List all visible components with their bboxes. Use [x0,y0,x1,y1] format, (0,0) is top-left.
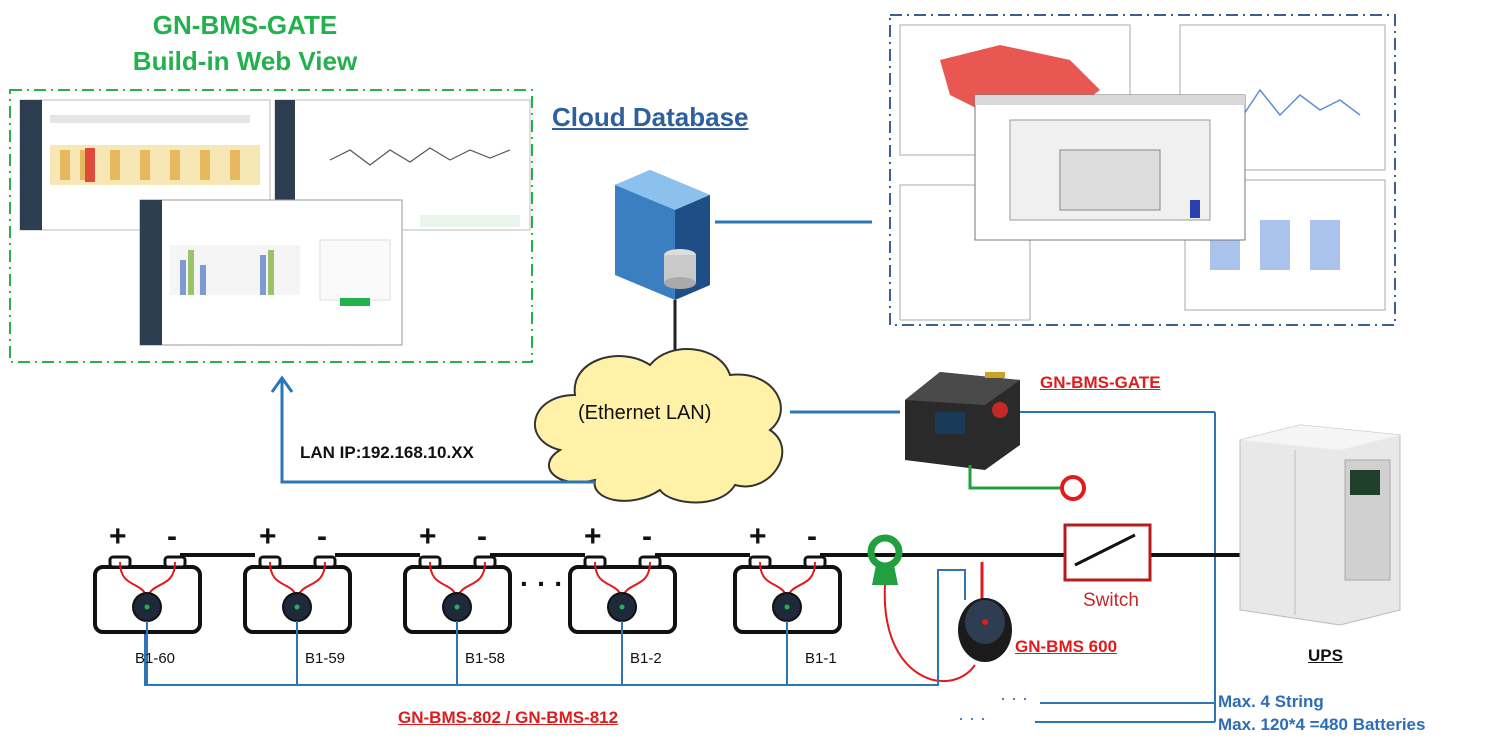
battery-label: B1-1 [805,650,837,667]
max-batteries-note: Max. 120*4 =480 Batteries [1218,715,1426,734]
battery-cell [403,555,512,685]
battery-label: B1-2 [630,650,662,667]
gate-device-icon [905,372,1020,470]
positive-terminal-sign: + [584,520,602,553]
battery-ellipsis: · · · [520,568,564,599]
string-ellipsis-2: · · · [958,708,986,728]
switch-box [1063,523,1152,582]
battery-cell [93,555,202,685]
cloud-screens-frame [889,14,1396,326]
ups-cabinet-icon [1239,424,1401,626]
battery-label: B1-59 [305,650,346,667]
switch-label: Switch [1083,590,1139,611]
battery-cell [568,555,677,685]
string-ellipsis-1: · · · [1000,688,1028,708]
server-icon [615,170,710,300]
battery-cell [243,555,352,685]
positive-terminal-sign: + [109,520,127,553]
cloud-screenshot-collage [899,24,1386,321]
ups-label: UPS [1308,646,1343,665]
ethernet-cloud-shape [533,348,784,504]
battery-label: B1-58 [465,650,506,667]
gate-label: GN-BMS-GATE [1040,373,1161,392]
cloud-database-label: Cloud Database [552,102,749,132]
max-string-note: Max. 4 String [1218,692,1324,711]
bms600-device-icon [958,598,1012,662]
web-view-frame [9,89,533,363]
web-view-title-line2: Build-in Web View [132,46,358,76]
positive-terminal-sign: + [749,520,767,553]
sensor-model-label: GN-BMS-802 / GN-BMS-812 [398,708,619,727]
battery-cell [733,555,842,685]
negative-terminal-sign: - [317,520,327,553]
lan-ip-label: LAN IP:192.168.10.XX [300,443,474,462]
negative-terminal-sign: - [477,520,487,553]
positive-terminal-sign: + [259,520,277,553]
web-screenshot-3 [139,199,403,346]
battery-label: B1-60 [135,650,176,667]
positive-terminal-sign: + [419,520,437,553]
web-view-title-line1: GN-BMS-GATE [152,10,338,40]
negative-terminal-sign: - [807,520,817,553]
negative-terminal-sign: - [642,520,652,553]
negative-terminal-sign: - [167,520,177,553]
bms600-label: GN-BMS 600 [1015,637,1118,656]
ethernet-lan-label: (Ethernet LAN) [578,402,712,424]
